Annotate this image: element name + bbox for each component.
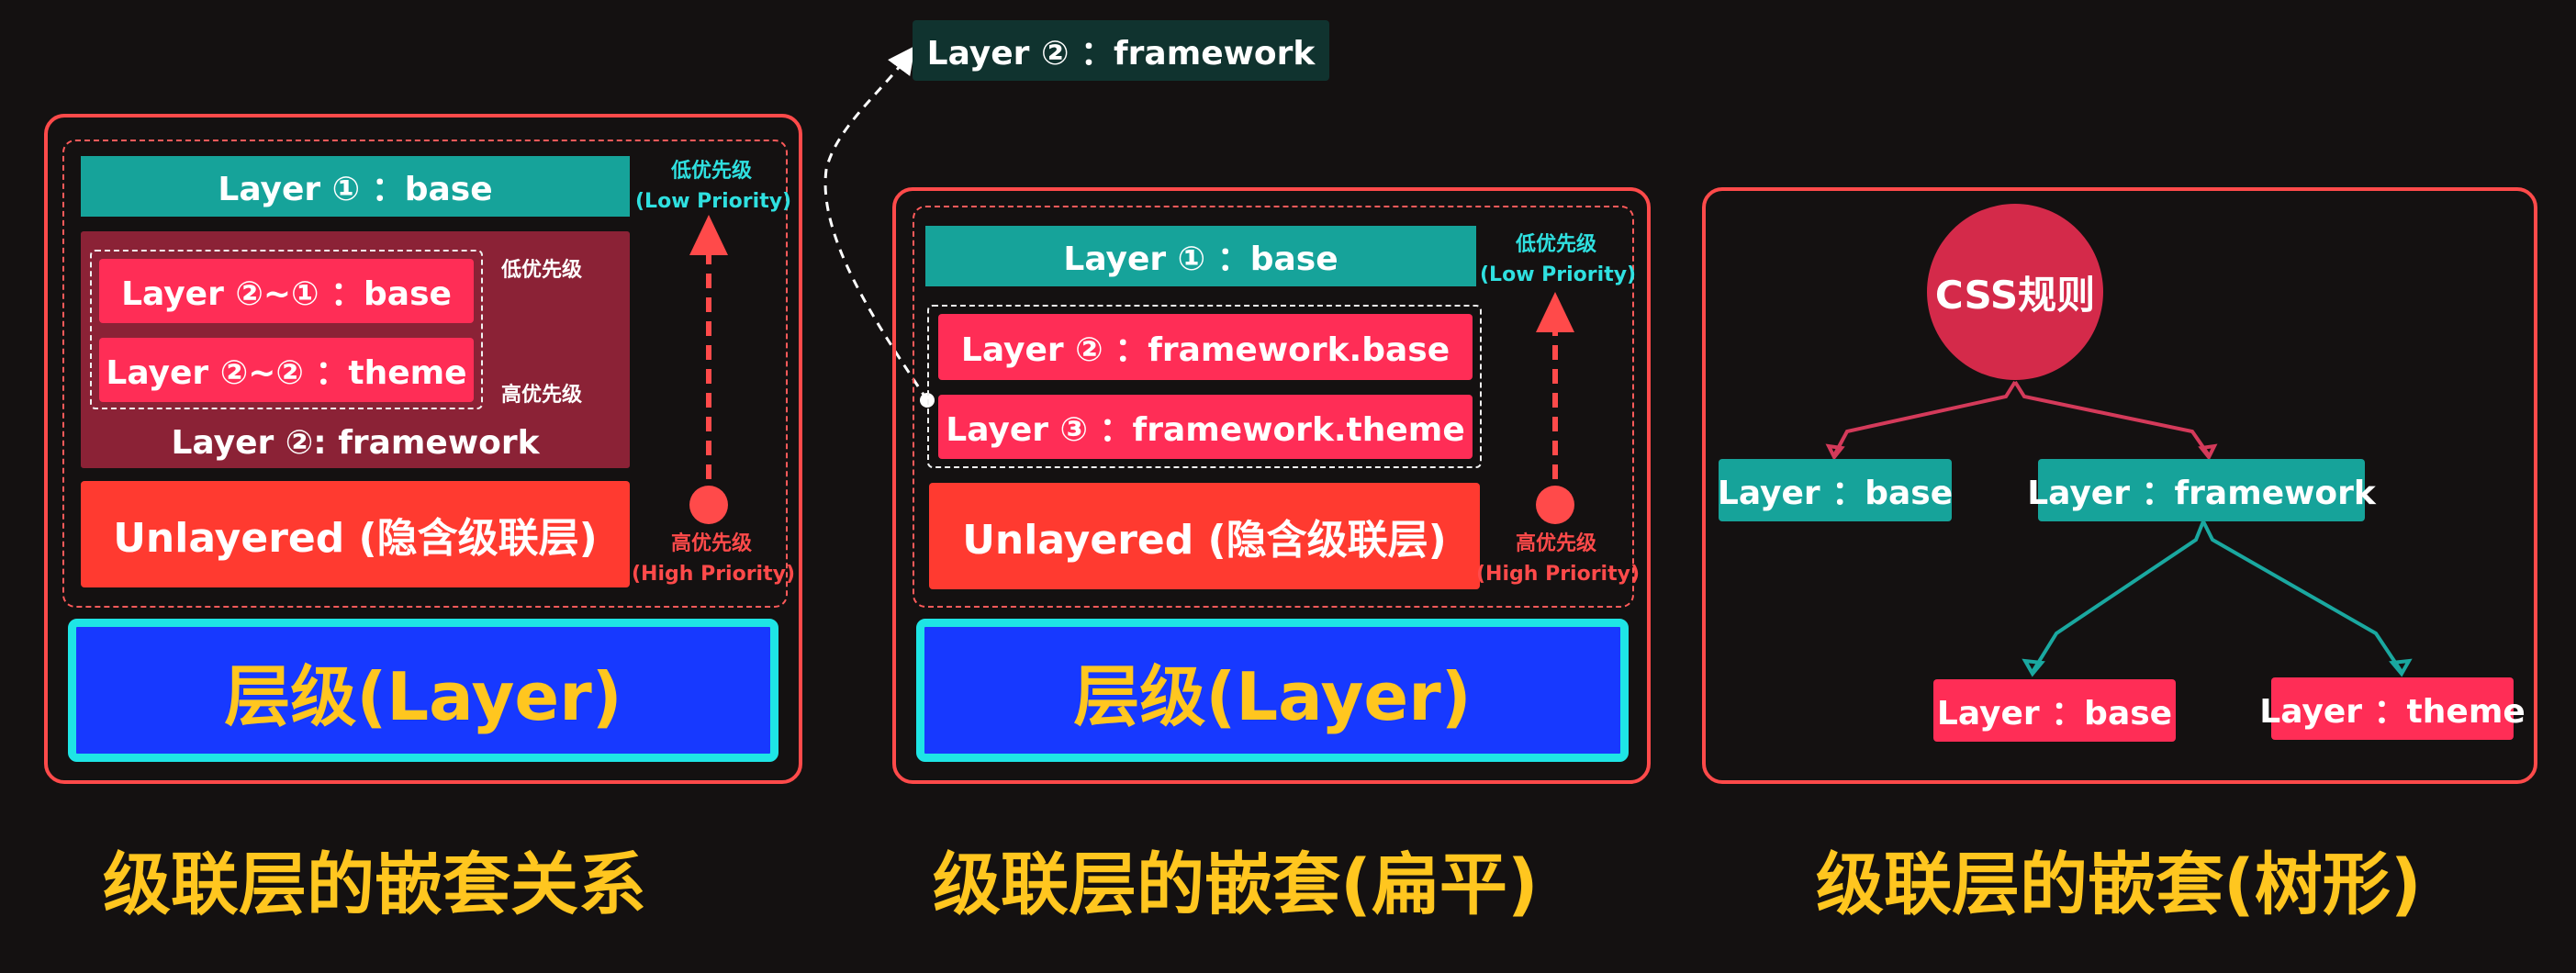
layer-title-box: 层级(Layer) <box>68 619 778 762</box>
dot-icon <box>1536 486 1574 524</box>
layer-title-box: 层级(Layer) <box>916 619 1629 762</box>
tree-branch <box>2201 520 2403 674</box>
arrow-down-icon <box>2389 658 2413 677</box>
low-priority-en: (Low Priority) <box>635 190 792 213</box>
arrow-up-icon <box>1536 292 1574 332</box>
tree-branch <box>2031 520 2205 674</box>
arrow-down-icon <box>2198 443 2218 461</box>
nested-layer-base: Layer ②~① ：base <box>99 259 474 323</box>
css-rule-label: CSS规则 <box>1934 272 2096 318</box>
unlayered-box: Unlayered (隐含级联层) <box>929 483 1480 589</box>
tree-child-base: Layer ：base <box>1933 679 2176 742</box>
inner-high-priority: 高优先级 <box>500 384 582 407</box>
layers-dashed-group <box>913 206 1634 608</box>
high-priority-cn: 高优先级 <box>670 532 752 555</box>
css-rule-circle <box>1927 204 2103 380</box>
arrow-down-icon <box>1825 443 1845 461</box>
dashed-curve-arrow-icon <box>823 45 929 401</box>
layer-base: Layer ① ：base <box>81 156 630 217</box>
caption-nesting-flat: 级联层的嵌套(扁平) <box>933 845 1539 924</box>
framework-nested-group <box>927 305 1482 468</box>
arrow-down-icon <box>2022 658 2045 677</box>
framework-theme-layer: Layer ③ ：framework.theme <box>938 395 1473 459</box>
tree-layer-framework: Layer ：framework <box>2027 459 2376 521</box>
framework-nested-group <box>90 250 483 409</box>
framework-base-layer: Layer ② ：framework.base <box>938 314 1473 380</box>
low-priority-en: (Low Priority) <box>1480 263 1637 286</box>
caption-nesting-relation: 级联层的嵌套关系 <box>103 845 646 924</box>
low-priority-cn: 低优先级 <box>670 160 752 183</box>
unlayered-box: Unlayered (隐含级联层) <box>81 481 630 587</box>
panel-nesting-tree <box>1702 187 2537 784</box>
floating-framework-label: Layer ② ：framework <box>913 20 1329 81</box>
arrow-up-icon <box>689 215 728 255</box>
low-priority-cn: 低优先级 <box>1515 233 1596 256</box>
inner-low-priority: 低优先级 <box>500 259 582 282</box>
high-priority-en: (High Priority) <box>632 563 796 586</box>
high-priority-label: 高优先级 (High Priority) <box>1476 529 1641 589</box>
layers-dashed-group <box>62 140 788 608</box>
panel-nesting-relation <box>44 114 802 784</box>
framework-layer-label: Layer ②: framework <box>171 423 540 462</box>
low-priority-label: 低优先级 (Low Priority) <box>1480 229 1637 290</box>
low-priority-label: 低优先级 (Low Priority) <box>635 156 792 217</box>
tree-branch <box>2013 380 2211 457</box>
layer-base: Layer ① ：base <box>925 226 1476 286</box>
caption-nesting-tree: 级联层的嵌套(树形) <box>1816 845 2422 924</box>
high-priority-cn: 高优先级 <box>1515 532 1596 555</box>
tree-child-theme: Layer ：theme <box>2259 677 2526 740</box>
dot-icon <box>689 486 728 524</box>
high-priority-label: 高优先级 (High Priority) <box>632 529 796 589</box>
nested-layer-theme: Layer ②~② ：theme <box>99 338 474 402</box>
tree-branch <box>1832 380 2017 456</box>
panel-nesting-flat <box>892 187 1651 784</box>
tree-layer-base: Layer ：base <box>1718 459 1953 521</box>
high-priority-en: (High Priority) <box>1476 563 1641 586</box>
